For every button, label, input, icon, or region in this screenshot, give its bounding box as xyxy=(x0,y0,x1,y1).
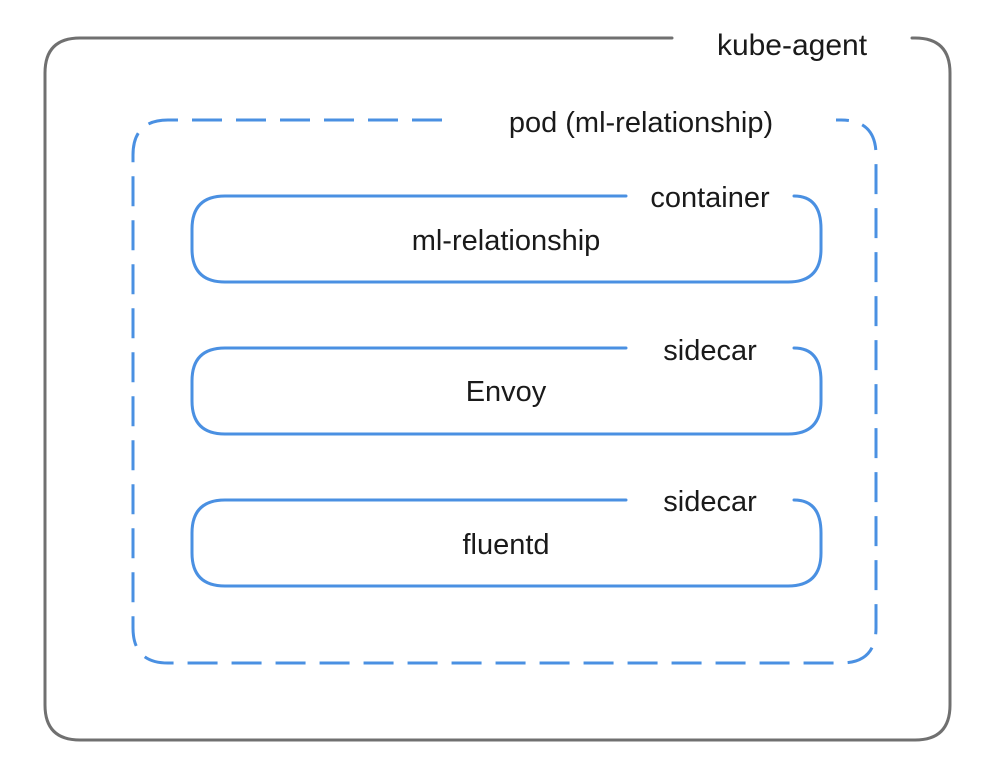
sidecar-fluentd-name-label: fluentd xyxy=(462,529,549,561)
container-box: container ml-relationship xyxy=(190,182,823,284)
kube-agent-label: kube-agent xyxy=(717,29,868,62)
sidecar-envoy-tag-label: sidecar xyxy=(663,335,757,367)
pod-label: pod (ml-relationship) xyxy=(509,107,773,139)
kube-agent-border xyxy=(43,36,952,742)
sidecar-fluentd-box: sidecar fluentd xyxy=(190,486,823,588)
sidecar-fluentd-border xyxy=(190,498,823,588)
sidecar-fluentd-tag-label: sidecar xyxy=(663,486,757,518)
container-border xyxy=(190,194,823,284)
sidecar-envoy-name-label: Envoy xyxy=(466,376,547,408)
container-name-label: ml-relationship xyxy=(412,225,601,257)
sidecar-envoy-border xyxy=(190,346,823,436)
pod-border xyxy=(131,118,878,665)
container-tag-label: container xyxy=(650,182,770,214)
sidecar-envoy-box: sidecar Envoy xyxy=(190,335,823,436)
